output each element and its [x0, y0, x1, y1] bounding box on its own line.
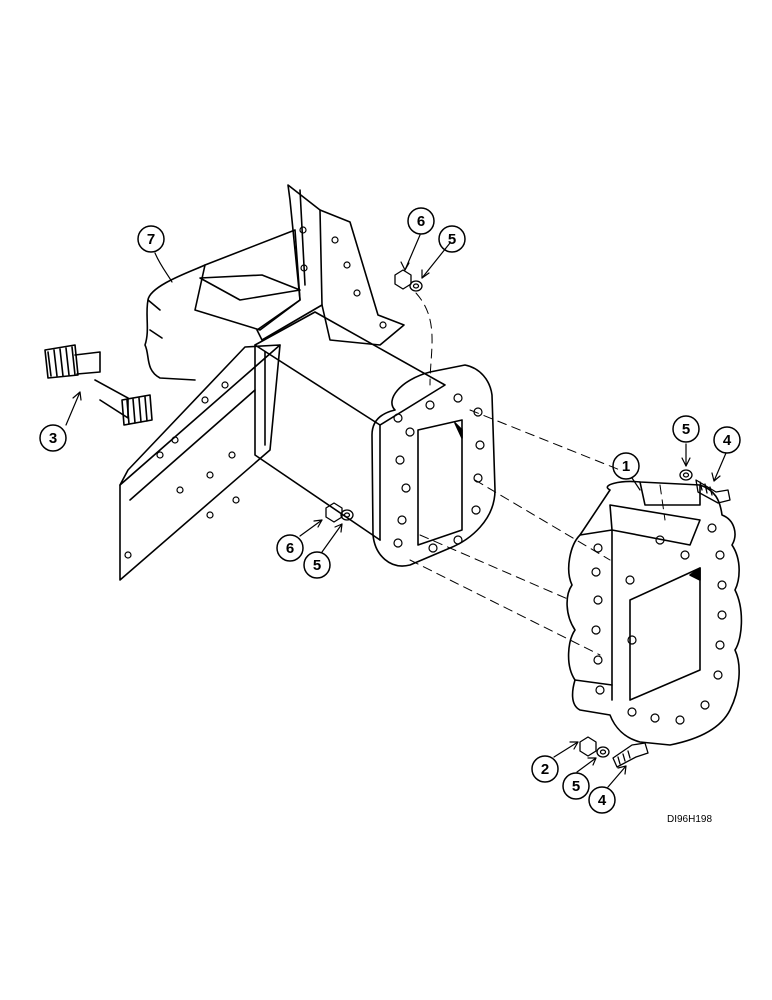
callout-5-top: 5 — [448, 231, 456, 248]
callout-3: 3 — [49, 430, 57, 447]
part-7-frame — [119, 184, 496, 581]
fasteners — [325, 269, 731, 768]
callout-labels: 7 6 5 3 1 5 4 6 5 2 5 4 — [49, 213, 732, 809]
part-3-splined-shaft — [44, 344, 153, 426]
alignment-lines — [409, 292, 666, 656]
callout-1: 1 — [622, 458, 630, 475]
callout-4-right: 4 — [723, 432, 732, 449]
drawing-code: DI96H198 — [667, 814, 712, 825]
callout-7: 7 — [147, 231, 155, 248]
callout-6-top: 6 — [417, 213, 425, 230]
callout-circles — [39, 207, 741, 814]
callout-4-bottom: 4 — [598, 792, 607, 809]
part-1-adapter-plate — [566, 480, 743, 746]
callout-5-bottom: 5 — [572, 778, 580, 795]
callout-5-right: 5 — [682, 421, 690, 438]
callout-2: 2 — [541, 761, 549, 778]
leader-lines — [65, 234, 727, 788]
callout-6-middle: 6 — [286, 540, 294, 557]
callout-5-middle: 5 — [313, 557, 321, 574]
